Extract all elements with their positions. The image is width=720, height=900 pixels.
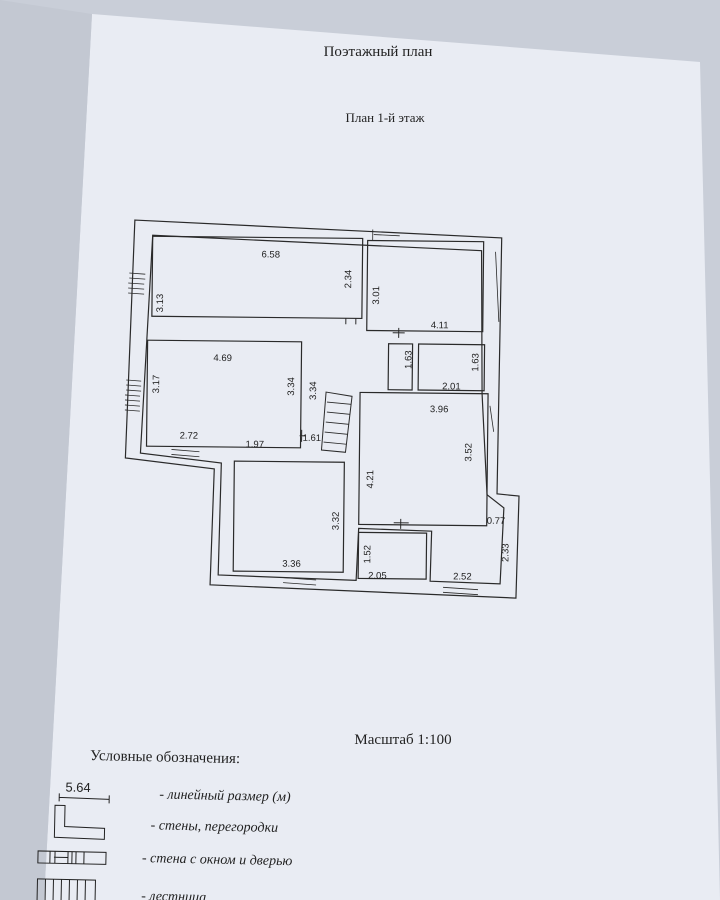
floor-plan: 6.58 2.34 3.01 4.11 3.13 4.69 3.17 3.34 …: [124, 219, 520, 599]
room-living: [151, 235, 364, 320]
dimension-label: 2.52: [453, 571, 472, 582]
dimension-label: 3.32: [331, 512, 342, 531]
dimension-label: 2.33: [500, 543, 511, 562]
legend-item-label: - лестница: [141, 889, 206, 900]
dimension-label: 3.36: [282, 559, 301, 570]
outer-wall: [124, 219, 520, 599]
dimension-label: 1.61: [303, 433, 322, 444]
dimension-label: 2.34: [343, 270, 354, 289]
dimension-label: 2.01: [442, 381, 461, 392]
dimension-label: 6.58: [261, 249, 280, 260]
stairs-icon: [36, 878, 96, 900]
dimension-label: 1.63: [470, 353, 481, 372]
room-bath: [417, 343, 486, 392]
dimension-label: 3.52: [463, 443, 474, 462]
dimension-label: 2.05: [368, 571, 387, 582]
dimension-label: 3.34: [308, 381, 319, 400]
wall-icon: [53, 804, 106, 840]
dimension-label: 3.96: [430, 404, 449, 415]
legend-sample-value: 5.64: [65, 779, 91, 795]
dimension-label: 0.77: [487, 516, 506, 527]
room-wc: [357, 531, 428, 580]
dimension-label: 4.21: [365, 470, 376, 489]
room-south: [232, 460, 345, 573]
room-kitchen: [145, 339, 303, 449]
legend-title: Условные обозначения:: [90, 748, 240, 767]
doors: [299, 318, 409, 529]
page-title: Поэтажный план: [324, 44, 433, 60]
room-bedroom: [366, 239, 485, 333]
dimension-label: 1.63: [403, 350, 414, 369]
dimension-label: 4.11: [431, 320, 449, 331]
windows: [124, 229, 500, 596]
dimension-label: 3.01: [371, 286, 382, 305]
dimension-label: 2.72: [180, 431, 199, 442]
dimension-label: 3.13: [155, 294, 166, 313]
legend-item-label: - стена с окном и дверью: [142, 851, 293, 869]
room-storage: [387, 343, 414, 391]
dimension-label: 1.52: [362, 545, 373, 564]
room-hall: [358, 391, 489, 527]
stair-steps: [323, 401, 351, 445]
dimension-label: 3.34: [286, 377, 297, 396]
inner-wall-line: [139, 234, 505, 585]
legend-item-label: - стены, перегородки: [150, 818, 278, 836]
scale-label: Масштаб 1:100: [354, 732, 451, 748]
window-door-icon: [37, 850, 107, 865]
dimension-label: 4.69: [213, 353, 232, 364]
legend: Условные обозначения: 5.64 - линейный ра…: [36, 748, 293, 900]
dimension-label: 3.17: [151, 375, 162, 394]
dimension-icon: [58, 793, 110, 804]
paper-sheet: [44, 14, 720, 900]
legend-item-label: - линейный размер (м): [159, 787, 291, 805]
paper-underlay: [0, 0, 92, 900]
stairs: [320, 391, 353, 453]
page-subtitle: План 1-й этаж: [345, 110, 425, 125]
dimension-label: 1.97: [245, 439, 264, 450]
